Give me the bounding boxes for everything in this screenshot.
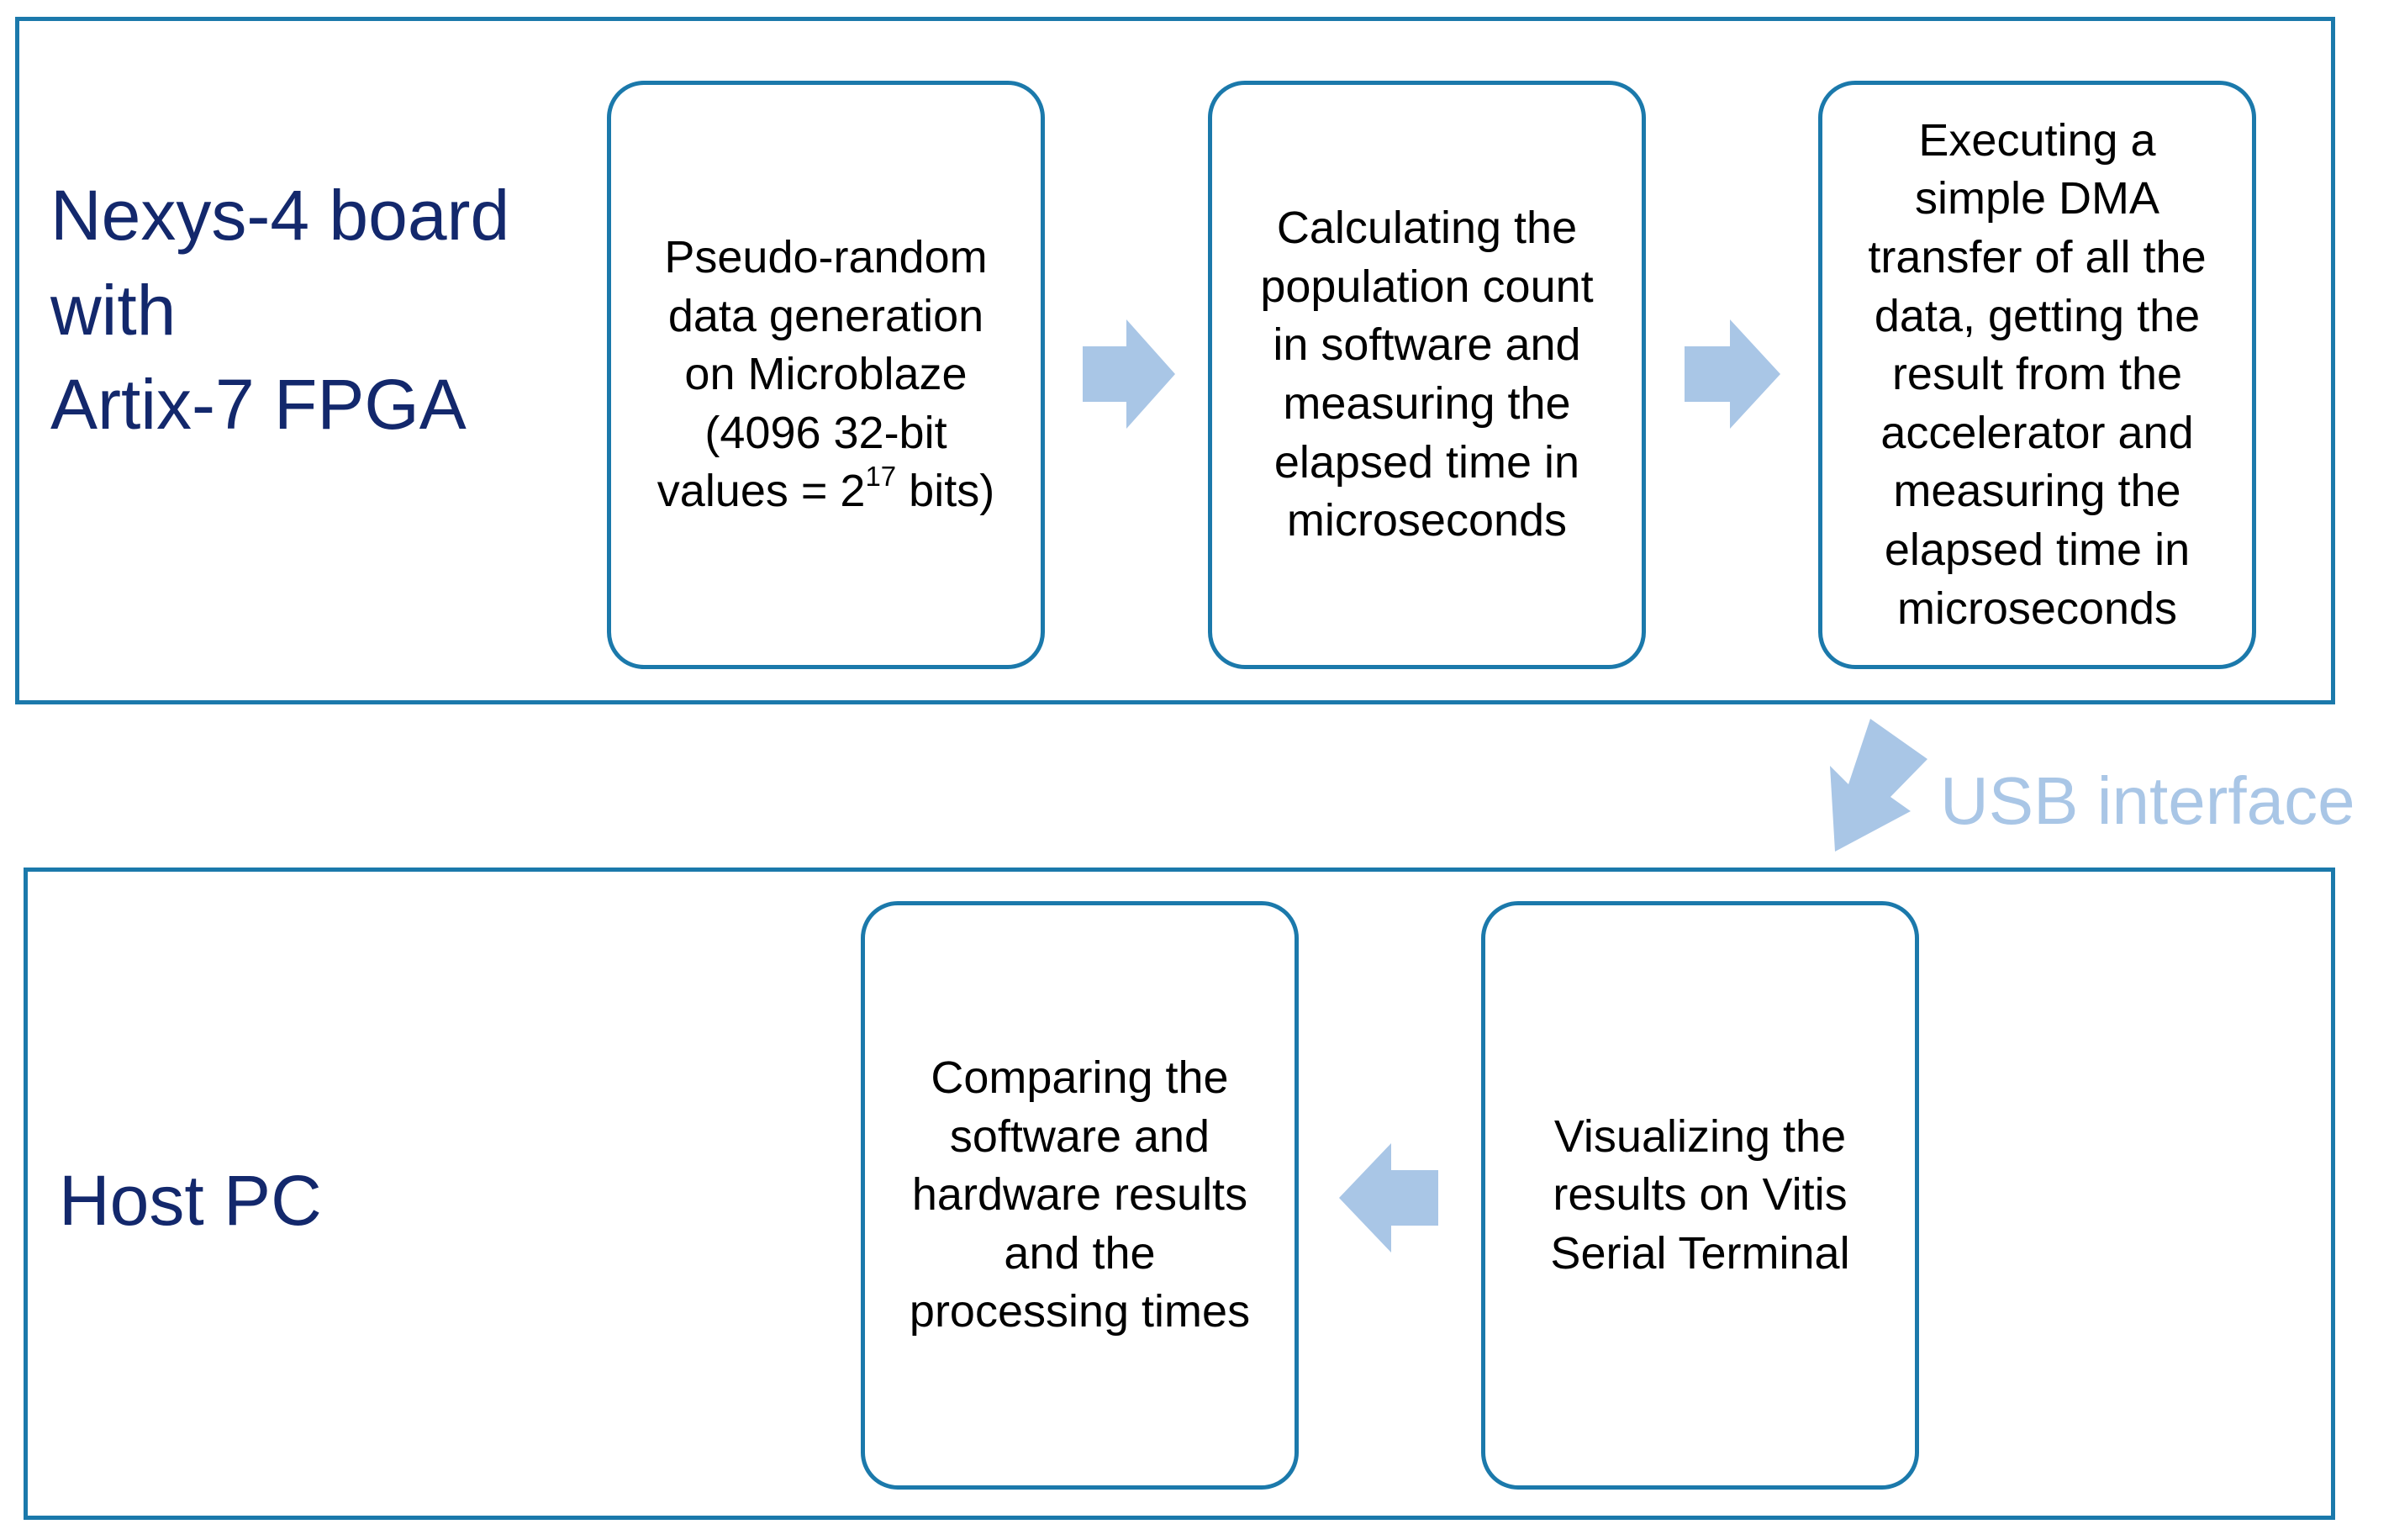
arrow-right-icon: [1083, 319, 1175, 429]
usb-interface-label: USB interface: [1940, 763, 2355, 838]
step-compare-results: Comparing the software and hardware resu…: [861, 901, 1299, 1490]
step-data-generation: Pseudo-random data generation on Microbl…: [607, 81, 1045, 669]
step-line: population count: [1260, 261, 1594, 312]
step-line: Executing a: [1918, 114, 2156, 166]
step-line: elapsed time in: [1273, 436, 1580, 488]
step-line: and the: [1004, 1227, 1156, 1279]
step-line-with-exponent: values = 217 bits): [657, 462, 994, 521]
step-line: measuring the: [1893, 466, 2181, 517]
step-line: data, getting the: [1874, 290, 2201, 341]
step-line: (4096 32-bit: [704, 407, 947, 458]
arrow-left-icon: [1339, 1143, 1438, 1253]
step-line: data generation: [667, 290, 984, 341]
step-line: elapsed time in: [1884, 525, 2191, 576]
host-pc-label: Host PC: [59, 1161, 322, 1240]
step-line: result from the: [1891, 349, 2183, 400]
step-software-popcount: Calculating the population count in soft…: [1208, 81, 1646, 669]
exponent-suffix: bits): [896, 466, 995, 517]
step-line: results on Vitis: [1553, 1169, 1848, 1221]
step-line: microseconds: [1896, 583, 2178, 634]
step-line: Visualizing the: [1553, 1110, 1847, 1162]
board-label-line-3: Artix-7 FPGA: [50, 365, 467, 445]
step-line: microseconds: [1286, 495, 1568, 546]
step-line: transfer of all the: [1868, 231, 2207, 282]
step-line: Comparing the: [931, 1052, 1229, 1103]
step-dma-transfer: Executing a simple DMA transfer of all t…: [1818, 81, 2256, 669]
step-line: Calculating the: [1276, 203, 1578, 254]
step-line: on Microblaze: [684, 349, 968, 400]
step-line: Pseudo-random: [664, 231, 988, 282]
step-line: measuring the: [1283, 378, 1571, 429]
exponent-superscript: 17: [865, 461, 897, 493]
arrow-down-left-icon: [1830, 719, 1927, 852]
step-line: processing times: [909, 1286, 1251, 1337]
board-label-line-2: with: [50, 270, 177, 350]
step-visualize-results: Visualizing the results on Vitis Serial …: [1481, 901, 1919, 1490]
step-line: in software and: [1273, 319, 1581, 371]
step-line: Serial Terminal: [1550, 1227, 1850, 1279]
step-line: simple DMA: [1914, 173, 2160, 224]
board-label-line-1: Nexys-4 board: [50, 176, 510, 255]
step-line: software and: [949, 1110, 1210, 1162]
arrow-right-icon: [1685, 319, 1780, 429]
board-label: Nexys-4 board with Artix-7 FPGA: [50, 168, 509, 452]
step-line: hardware results: [911, 1169, 1248, 1221]
exponent-base: values = 2: [657, 466, 866, 517]
step-line: accelerator and: [1880, 407, 2194, 458]
